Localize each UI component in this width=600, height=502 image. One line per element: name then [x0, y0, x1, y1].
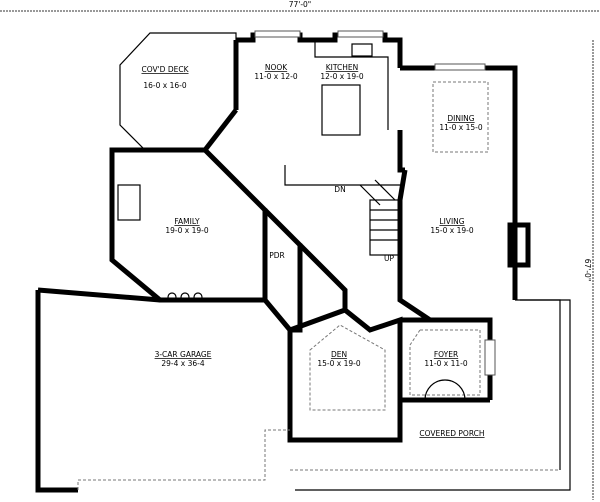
kitchen-counter — [314, 42, 389, 130]
den-size: 15-0 x 19-0 — [317, 359, 360, 368]
dining-window — [434, 63, 486, 71]
kitchen-size: 12-0 x 19-0 — [320, 72, 363, 81]
stairs-down-label: DN — [334, 185, 345, 194]
staircase — [359, 179, 401, 256]
den-label: DEN — [331, 350, 347, 359]
family-label: FAMILY — [174, 217, 200, 226]
porch-outer-railing — [295, 299, 571, 491]
den-west-wall — [263, 208, 303, 440]
dining-label: DINING — [447, 114, 474, 123]
pdr-wall — [298, 243, 348, 310]
stairs-up-label: UP — [384, 254, 394, 263]
hall-outline — [284, 165, 400, 186]
kitchen-island — [321, 84, 361, 136]
garage-size: 29-4 x 36-4 — [161, 359, 204, 368]
north-wall — [236, 32, 403, 68]
porch-railing — [515, 299, 561, 470]
width-dimension-label: 77'-0" — [289, 0, 312, 9]
garage-label: 3-CAR GARAGE — [155, 350, 212, 359]
dining-size: 11-0 x 15-0 — [439, 123, 482, 132]
garage-fixture — [193, 292, 203, 302]
family-size: 19-0 x 19-0 — [165, 226, 208, 235]
garage-west-wall — [35, 290, 78, 493]
porch-label: COVERED PORCH — [419, 429, 484, 438]
living-fireplace — [507, 222, 531, 268]
living-label: LIVING — [439, 217, 464, 226]
foyer-ceiling-outline — [409, 329, 481, 396]
den-walls — [287, 307, 403, 443]
kitchen-label: KITCHEN — [326, 63, 359, 72]
garage-fixture — [180, 292, 190, 302]
dining-ceiling-outline — [432, 81, 489, 153]
kitchen-window — [337, 30, 384, 38]
deck-label: COV'D DECK — [141, 65, 189, 74]
garage-door-line — [77, 429, 290, 490]
nook-window — [254, 30, 301, 38]
living-west-wall — [397, 169, 432, 323]
depth-dimension-label: 67'-0" — [583, 259, 592, 282]
powder-label: PDR — [269, 251, 285, 260]
foyer-size: 11-0 x 11-0 — [424, 359, 467, 368]
kitchen-sink — [351, 43, 373, 57]
dining-west-wall — [397, 130, 405, 173]
foyer-window — [484, 339, 496, 376]
deck-size: 16-0 x 16-0 — [143, 81, 186, 90]
garage-fixture — [167, 292, 177, 302]
nook-size: 11-0 x 12-0 — [254, 72, 297, 81]
living-size: 15-0 x 19-0 — [430, 226, 473, 235]
nook-label: NOOK — [265, 63, 288, 72]
front-door[interactable] — [424, 379, 466, 401]
foyer-label: FOYER — [434, 350, 458, 359]
deck-door-wall — [203, 108, 238, 152]
garage-north-wall — [37, 287, 292, 332]
den-ceiling-outline — [309, 324, 386, 411]
family-fireplace — [117, 184, 141, 221]
